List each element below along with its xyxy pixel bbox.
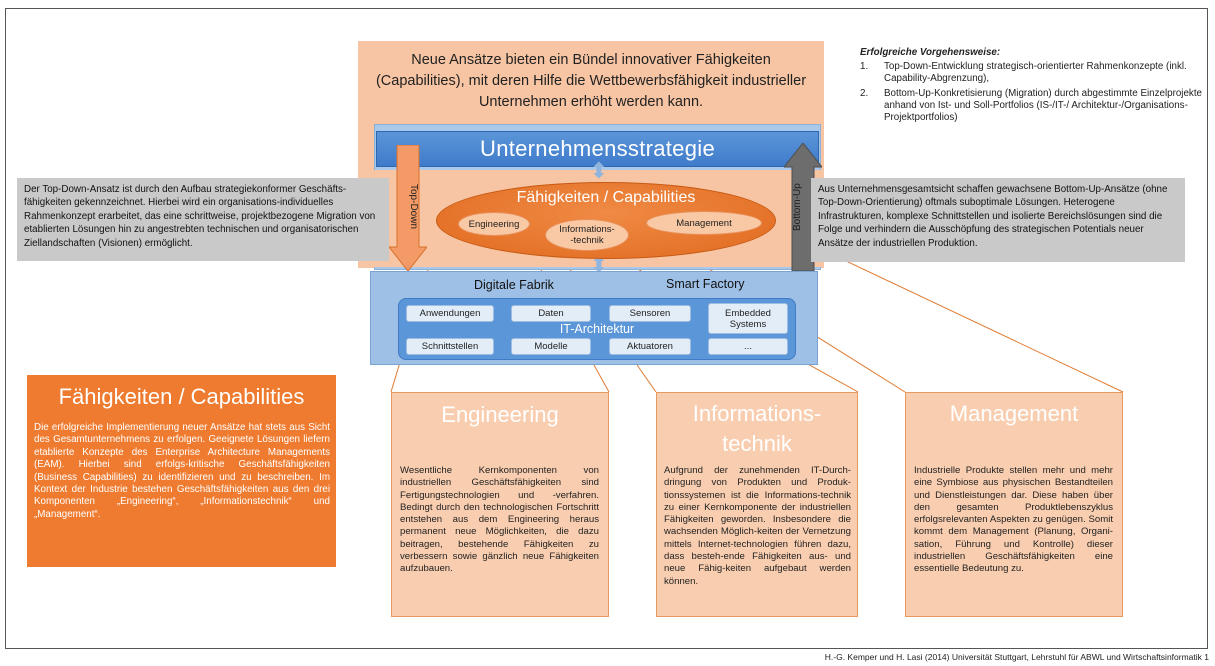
it-architecture-label: IT-Architektur [559, 322, 635, 336]
chip-embedded-systems: Embedded Systems [708, 303, 788, 334]
smart-factory-label: Smart Factory [666, 277, 745, 291]
bottom-up-text-box: Aus Unternehmensgesamtsicht schaffen gew… [811, 178, 1185, 262]
engineering-box-title: Engineering [441, 402, 559, 427]
diagram-frame [5, 8, 1208, 649]
informationstechnik-box [656, 392, 858, 617]
intro-text: Neue Ansätze bieten ein Bündel innovativ… [375, 52, 807, 110]
engineering-box [391, 392, 609, 617]
capabilities-box-text: Die erfolgreiche Implementierung neuer A… [34, 422, 330, 520]
method-item: 2. Bottom-Up-Konkretisierung (Migration)… [860, 87, 1202, 124]
management-ellipse: Management [646, 211, 762, 235]
method-list: Erfolgreiche Vorgehensweise: 1. Top-Down… [860, 47, 1205, 124]
informationstechnik-box-title: Informations- technik [692, 401, 822, 456]
top-down-arrow-icon [389, 145, 427, 271]
management-box-title: Management [949, 401, 1079, 426]
source-footer: H.-G. Kemper und H. Lasi (2014) Universi… [824, 652, 1209, 662]
chip-daten: Daten [511, 305, 591, 322]
chip-more: ... [708, 338, 788, 355]
method-item: 1. Top-Down-Entwicklung strategisch-orie… [860, 61, 1187, 85]
chip-modelle: Modelle [511, 338, 591, 355]
engineering-ellipse: Engineering [458, 212, 530, 236]
strategy-title: Unternehmensstrategie [376, 131, 819, 167]
chip-aktuatoren: Aktuatoren [609, 338, 691, 355]
capabilities-box-title: Fähigkeiten / Capabilities [58, 384, 305, 409]
chip-anwendungen: Anwendungen [406, 305, 494, 322]
capabilities-ellipse-title: Fähigkeiten / Capabilities [516, 189, 696, 206]
capabilities-box [27, 375, 336, 567]
top-down-text-box: Der Top-Down-Ansatz ist durch den Aufbau… [17, 178, 389, 261]
chip-schnittstellen: Schnittstellen [406, 338, 494, 355]
informationstechnik-ellipse: Informations- -technik [545, 219, 629, 251]
engineering-box-text: Wesentliche Kernkomponenten von industri… [400, 465, 599, 575]
digitale-fabrik-label: Digitale Fabrik [474, 278, 554, 292]
management-box-text: Industrielle Produkte stellen mehr und m… [914, 465, 1113, 575]
double-arrow-icon: ⬍ [589, 252, 609, 277]
management-box [905, 392, 1123, 617]
method-title: Erfolgreiche Vorgehensweise: [860, 47, 1001, 58]
double-arrow-icon: ⬍ [589, 158, 609, 183]
informationstechnik-box-text: Aufgrund der zunehmenden IT-Durch-dringu… [664, 465, 851, 587]
chip-sensoren: Sensoren [609, 305, 691, 322]
top-down-label: Top-Down [408, 184, 419, 230]
